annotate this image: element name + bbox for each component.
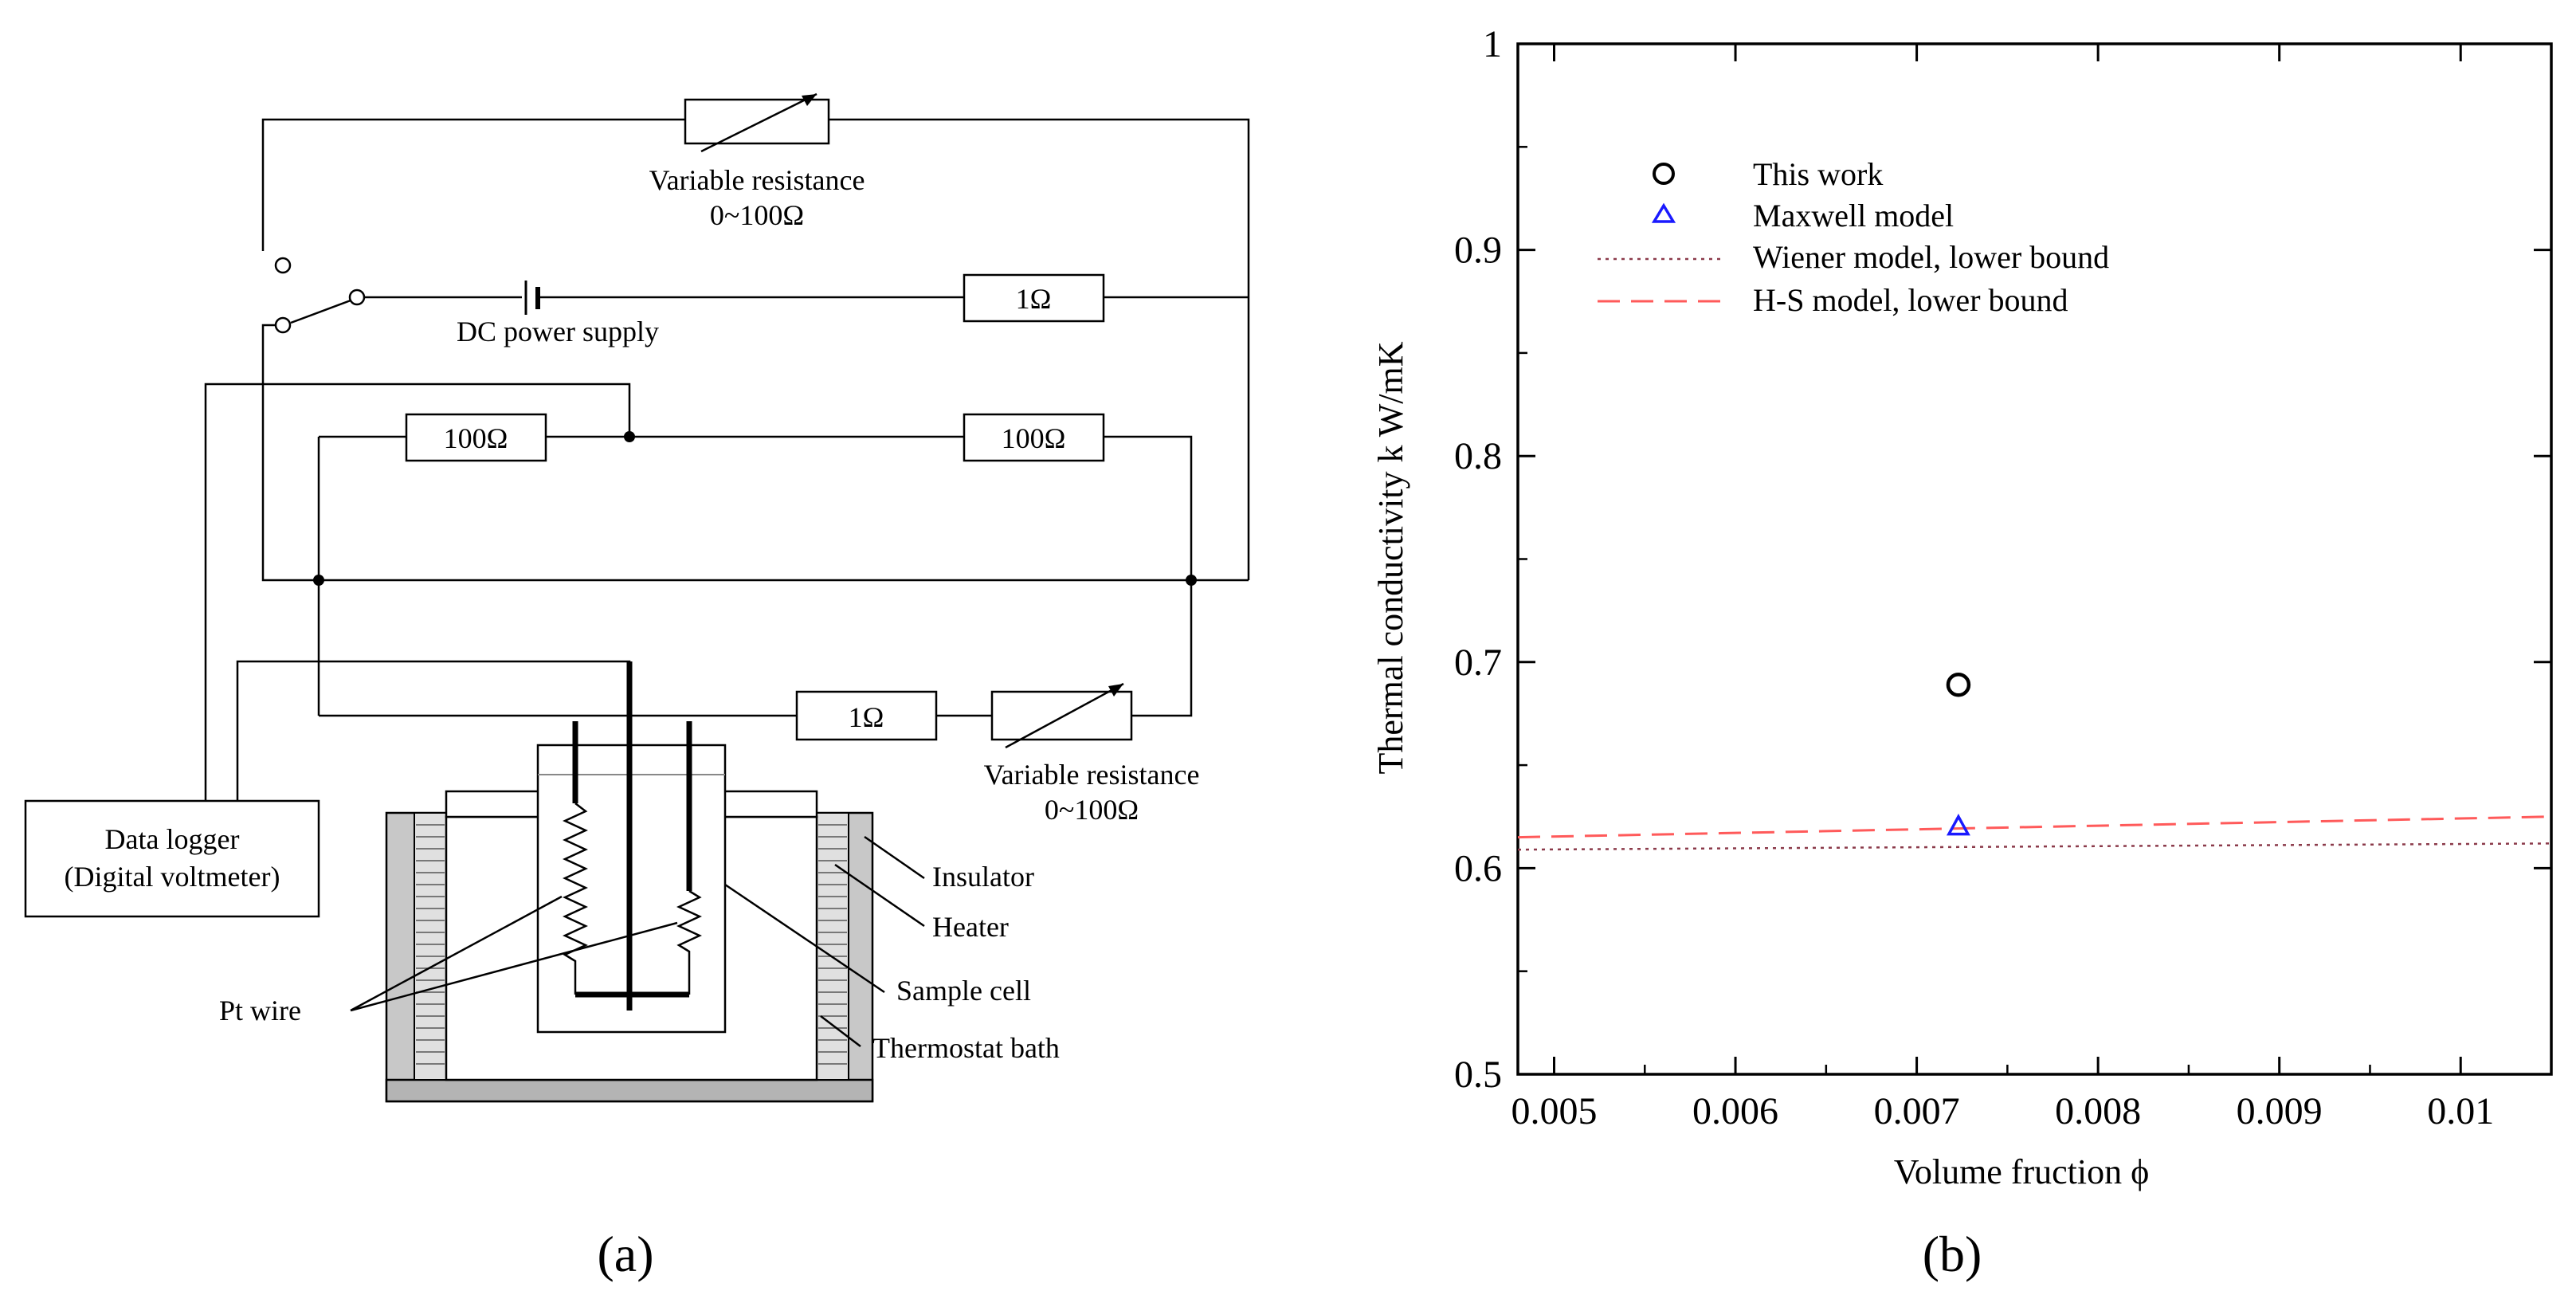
wire-top-loop xyxy=(261,118,1250,580)
variable-resistor-top-arrow xyxy=(700,92,817,153)
switch-terminal-common xyxy=(348,288,366,306)
pt-wire-label: Pt wire xyxy=(219,995,301,1026)
resistor-100ohm-left xyxy=(405,413,547,462)
x-tick-label: 0.008 xyxy=(2055,1090,2141,1132)
variable-resistance-top-range: 0~100Ω xyxy=(710,199,804,231)
thermostat-bath-callout xyxy=(820,1015,861,1047)
legend-label-maxwell: Maxwell model xyxy=(1753,198,1954,234)
y-axis-title: Thermal conductivity k W/mK xyxy=(1371,341,1410,774)
thermostat-bath-label: Thermostat bath xyxy=(872,1032,1060,1064)
x-tick-label: 0.007 xyxy=(1874,1090,1960,1132)
circuit-schematic: Variable resistance 0~100Ω DC power supp… xyxy=(24,92,1250,1103)
resistor-1ohm-bottom xyxy=(795,690,938,741)
switch-terminal-upper xyxy=(274,257,292,274)
heater-right xyxy=(816,812,849,1081)
wire-logger-to-bridge xyxy=(204,383,631,801)
arrowhead-bottom xyxy=(1108,684,1123,697)
hs-lower-bound-line xyxy=(1517,815,2552,839)
panel-b-label: (b) xyxy=(1923,1226,1982,1282)
wire-bridge-upper xyxy=(319,435,1193,580)
pt-wire-long-coil xyxy=(563,803,588,995)
x-tick-label: 0.006 xyxy=(1692,1090,1778,1132)
data-logger-sublabel: (Digital voltmeter) xyxy=(65,861,280,893)
maxwell-point xyxy=(1946,814,1970,836)
legend-marker-this-work xyxy=(1653,163,1675,185)
legend-label-this-work: This work xyxy=(1753,156,1883,192)
this-work-point xyxy=(1946,672,1971,697)
pt-wire-short-coil xyxy=(676,889,702,995)
sample-cell-label: Sample cell xyxy=(896,975,1031,1007)
legend: This work Maxwell model Wiener model, lo… xyxy=(1598,156,2109,318)
x-axis: 0.005 0.006 0.007 0.008 0.009 0.01 xyxy=(1511,44,2494,1132)
wiener-lower-bound-line xyxy=(1517,842,2552,851)
resistor-1ohm-top-label: 1Ω xyxy=(1016,283,1052,315)
switch-terminal-lower xyxy=(274,316,292,334)
data-logger-label: Data logger xyxy=(105,823,240,855)
y-tick-label: 1 xyxy=(1483,23,1502,65)
y-tick-label: 0.7 xyxy=(1454,642,1502,684)
variable-resistor-bottom xyxy=(990,690,1133,741)
insulator-label: Insulator xyxy=(932,861,1034,893)
data-logger-box xyxy=(24,799,320,918)
y-tick-label: 0.8 xyxy=(1454,435,1502,477)
resistor-1ohm-top xyxy=(963,273,1105,323)
arrowhead-top xyxy=(802,94,817,106)
plot-series xyxy=(1517,672,2552,851)
plot-frame xyxy=(1516,42,2553,1076)
wire-bridge-lower xyxy=(319,580,1193,717)
variable-resistor-bottom-arrow xyxy=(1005,682,1124,749)
y-tick-label: 0.6 xyxy=(1454,847,1502,889)
resistor-100ohm-left-label: 100Ω xyxy=(444,422,508,454)
variable-resistor-top xyxy=(684,98,830,145)
legend-label-wiener: Wiener model, lower bound xyxy=(1753,239,2109,275)
heater-label: Heater xyxy=(932,911,1009,943)
x-axis-title: Volume fruction ϕ xyxy=(1894,1152,2150,1191)
variable-resistance-bottom-range: 0~100Ω xyxy=(1045,794,1139,826)
variable-resistance-top-label: Variable resistance xyxy=(649,164,865,196)
wire-switch-to-bridge xyxy=(261,324,1249,582)
dc-power-supply-label: DC power supply xyxy=(457,316,659,347)
heater-callout xyxy=(834,863,925,928)
heater-coil-lines xyxy=(416,824,847,1065)
switch-blade xyxy=(290,299,351,324)
insulator-callout xyxy=(864,835,925,880)
x-tick-label: 0.009 xyxy=(2237,1090,2323,1132)
sample-cell-callout xyxy=(724,883,885,994)
y-tick-label: 0.9 xyxy=(1454,230,1502,272)
bath-base xyxy=(385,1078,874,1103)
legend-label-hs: H-S model, lower bound xyxy=(1753,282,2068,318)
junction-bridge-left xyxy=(313,575,324,586)
x-tick-label: 0.005 xyxy=(1511,1090,1598,1132)
pt-wire-callout xyxy=(350,895,678,1012)
resistor-1ohm-bottom-label: 1Ω xyxy=(849,701,884,733)
resistor-100ohm-right-label: 100Ω xyxy=(1002,422,1066,454)
variable-resistance-bottom-label: Variable resistance xyxy=(984,759,1200,791)
panel-a-label: (a) xyxy=(597,1226,653,1282)
y-tick-label: 0.5 xyxy=(1454,1054,1502,1096)
resistor-100ohm-right xyxy=(963,413,1105,462)
x-tick-label: 0.01 xyxy=(2427,1090,2494,1132)
y-axis: 0.5 0.6 0.7 0.8 0.9 1 xyxy=(1454,23,2551,1096)
legend-marker-maxwell xyxy=(1651,202,1676,223)
